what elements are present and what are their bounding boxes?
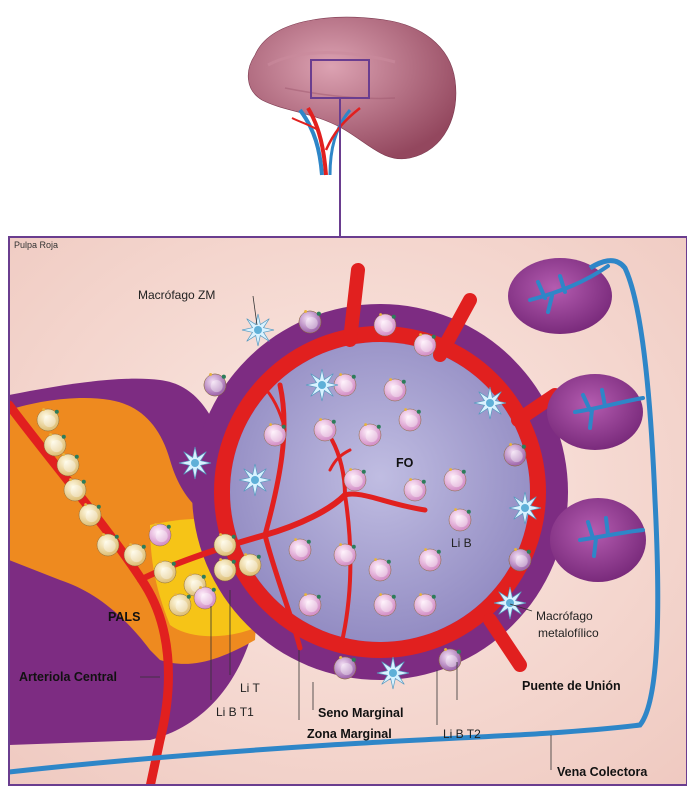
spleen-organ-thumbnail — [248, 17, 456, 237]
macrophage-cell — [494, 587, 526, 619]
label-vena-colectora: Vena Colectora — [557, 765, 648, 779]
label-macrofago-metalofilico-1: Macrófago — [536, 609, 593, 623]
label-zona-marginal: Zona Marginal — [307, 727, 392, 741]
macrophage-cell — [239, 464, 271, 496]
macrophage-cell — [242, 314, 274, 346]
label-puente-de-union: Puente de Unión — [522, 679, 621, 693]
macrophage-cell — [179, 447, 211, 479]
label-seno-marginal: Seno Marginal — [318, 706, 403, 720]
label-arteriola-central: Arteriola Central — [19, 670, 117, 684]
label-fo: FO — [396, 456, 414, 470]
label-li-b-t1: Li B T1 — [216, 705, 254, 719]
label-pulpa-roja: Pulpa Roja — [14, 240, 58, 250]
label-macrofago-zm: Macrófago ZM — [138, 288, 215, 302]
macrophage-cell — [509, 492, 541, 524]
label-macrofago-metalofilico-2: metalofílico — [538, 626, 599, 640]
label-pals: PALS — [108, 610, 140, 624]
macrophage-cell — [377, 657, 409, 689]
label-li-t: Li T — [240, 681, 260, 695]
macrophage-cell — [474, 387, 506, 419]
label-li-b: Li B — [451, 536, 472, 550]
macrophage-cell — [306, 369, 338, 401]
label-li-b-t2: Li B T2 — [443, 727, 481, 741]
